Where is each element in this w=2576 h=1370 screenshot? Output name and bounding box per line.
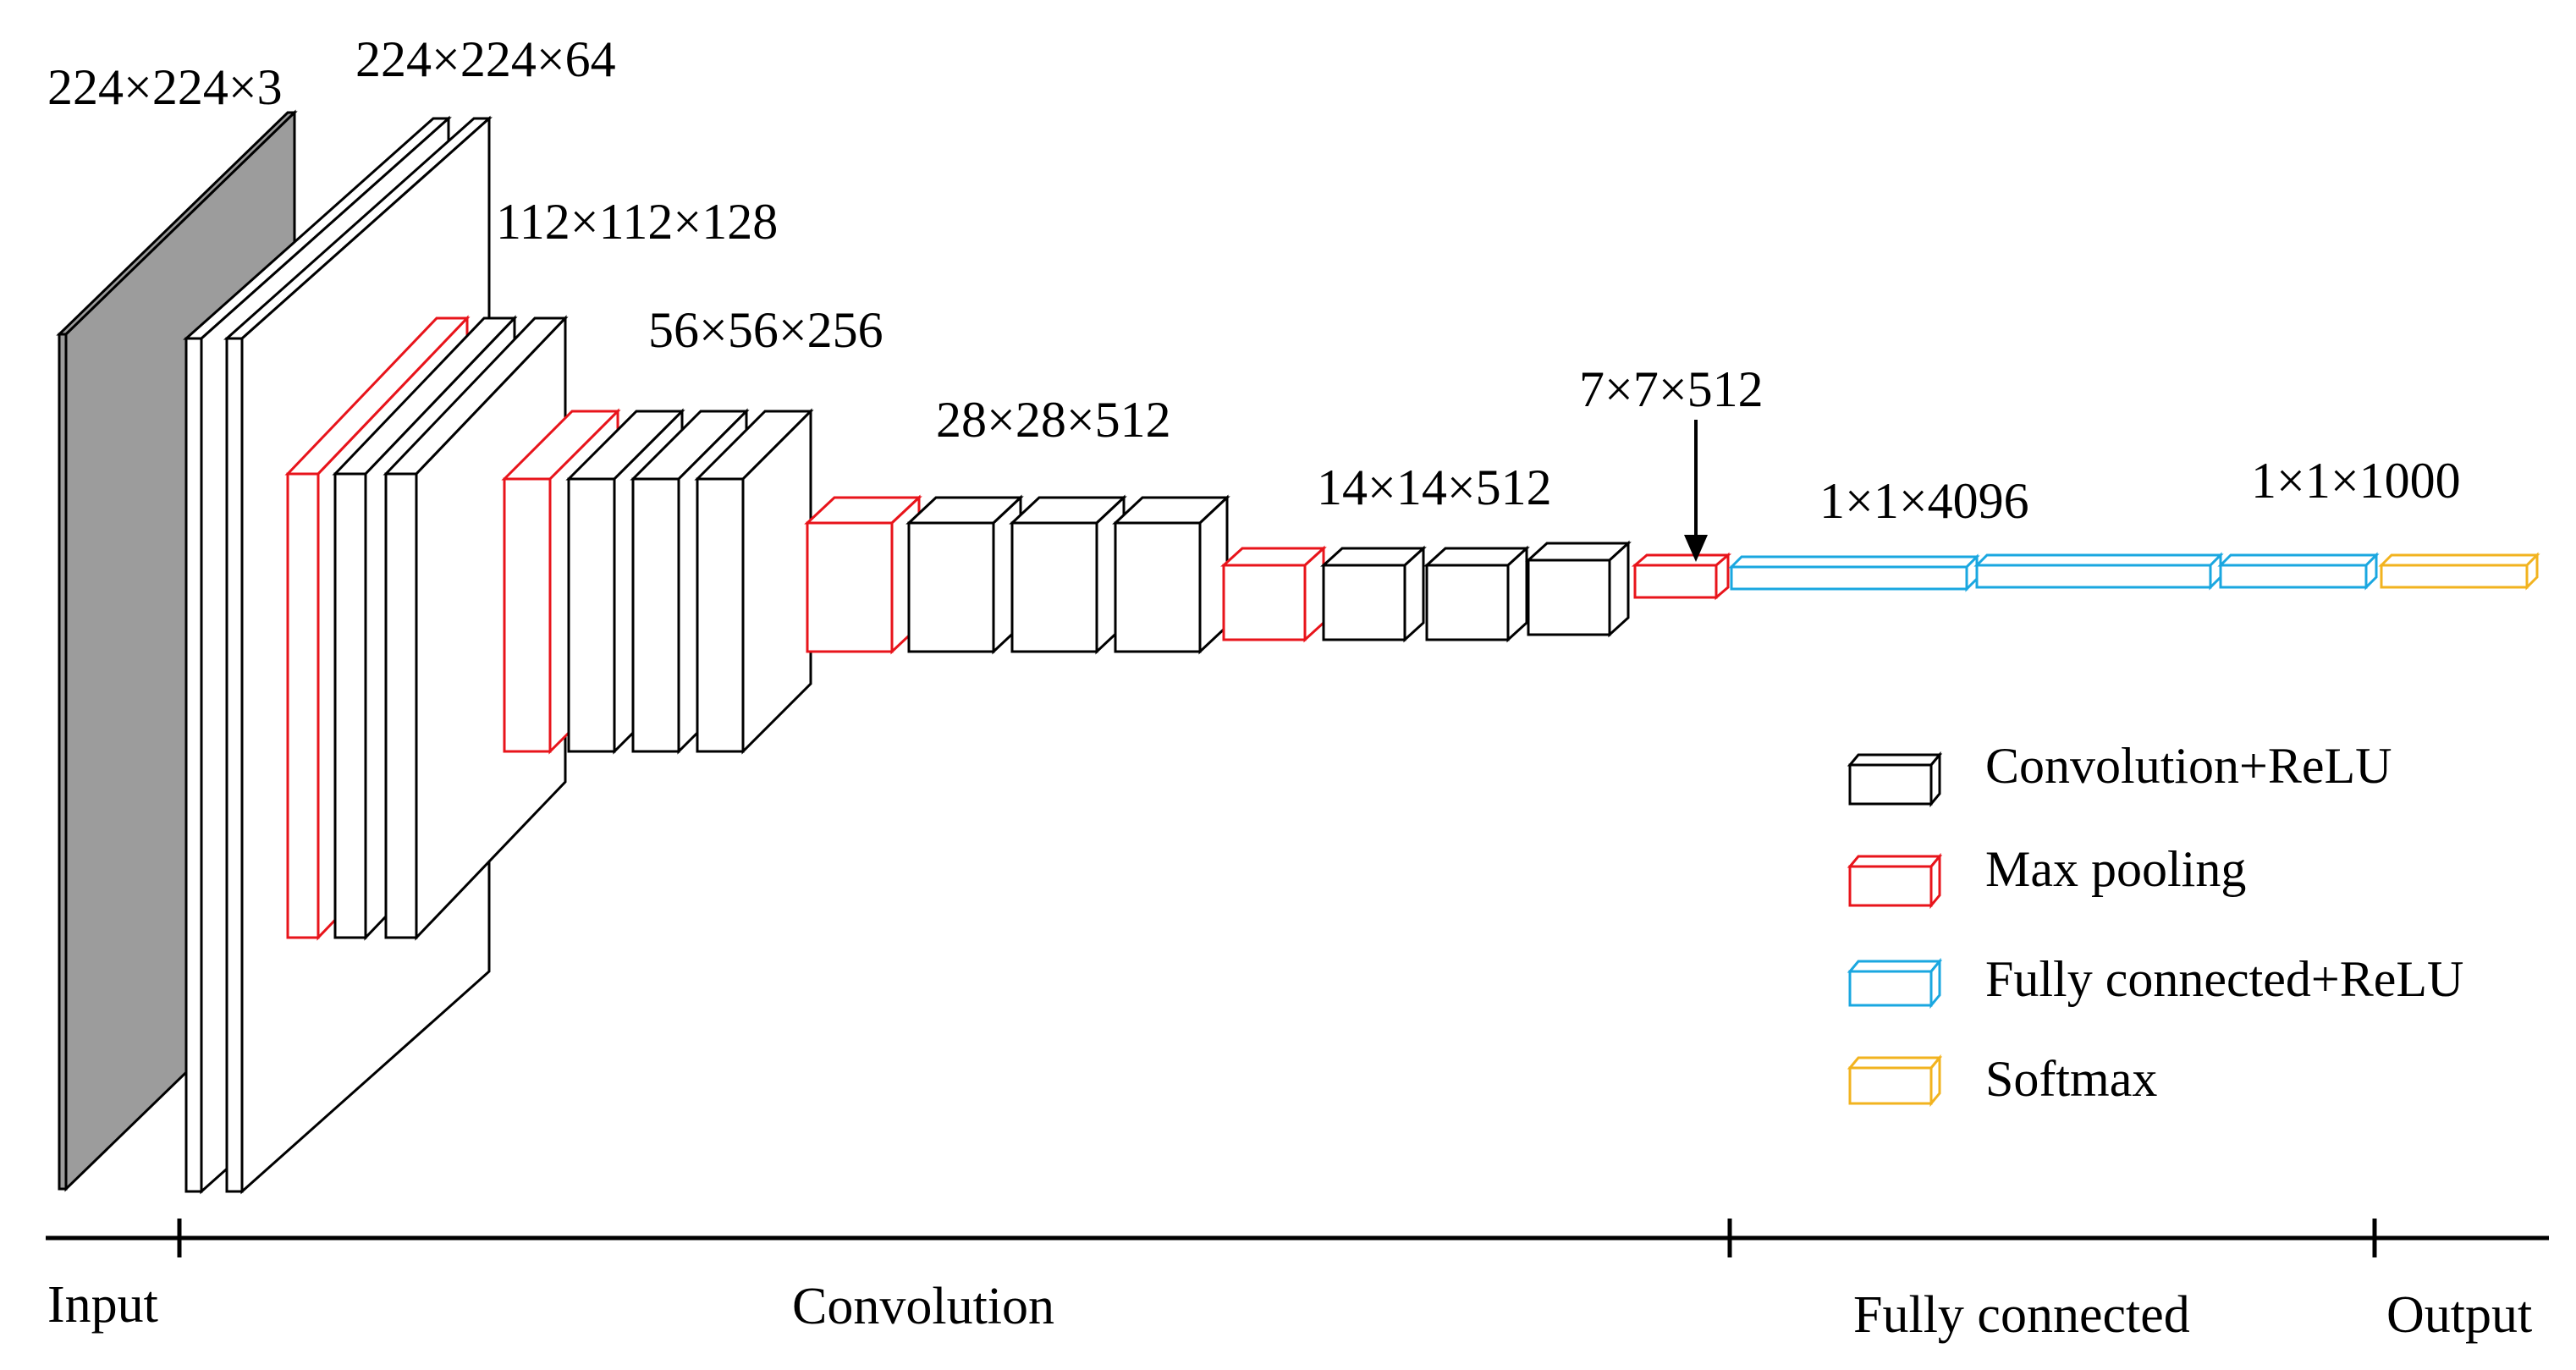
legend-swatch-softmax [1847, 1054, 1943, 1108]
legend: Convolution+ReLU Max pooling Fully conne… [1847, 738, 2463, 1108]
block-fc1 [1728, 553, 1980, 592]
block-pool5-front [1633, 564, 1718, 599]
label-conv5-dim: 14×14×512 [1317, 459, 1552, 515]
legend-swatch-conv-relu [1847, 751, 1943, 808]
block-fc2-front [1975, 564, 2212, 589]
section-label-input: Input [47, 1276, 158, 1334]
block-conv5-c-side [1608, 540, 1630, 638]
label-conv4-dim: 28×28×512 [936, 392, 1171, 448]
block-fc3 [2217, 552, 2380, 591]
block-conv5-a-side [1403, 545, 1425, 643]
block-pool2-front [503, 477, 552, 753]
block-conv5-b-front [1425, 564, 1510, 641]
block-fc2-top [1973, 553, 2224, 567]
block-conv5-b-side [1506, 545, 1528, 643]
legend-swatch-max-pooling [1847, 852, 1943, 910]
legend-swatch-fc-relu-top [1847, 960, 1943, 973]
legend-label-fc-relu: Fully connected+ReLU [1985, 951, 2463, 1007]
block-fc1-front [1730, 565, 1968, 591]
block-conv5-a [1320, 545, 1427, 643]
block-conv5-a-front [1322, 564, 1406, 641]
section-label-convolution: Convolution [792, 1278, 1054, 1335]
block-conv4-b [1009, 494, 1127, 655]
block-conv3-a-front [567, 477, 616, 753]
label-pool5-dim: 7×7×512 [1579, 361, 1764, 417]
section-label-output: Output [2386, 1286, 2532, 1344]
legend-swatch-max-pooling-top [1847, 855, 1943, 868]
block-softmax-front [2380, 564, 2529, 589]
legend-swatch-fc-relu [1847, 957, 1943, 1010]
block-conv1-b-front [225, 337, 244, 1193]
label-input-dim: 224×224×3 [47, 59, 283, 115]
legend-swatch-conv-relu-front [1848, 763, 1933, 806]
legend-swatch-max-pooling-front [1848, 865, 1933, 907]
block-conv5-b [1423, 545, 1530, 643]
legend-swatch-conv-relu-top [1847, 753, 1943, 767]
block-conv3-c [694, 408, 814, 755]
label-conv3-dim: 56×56×256 [648, 302, 883, 358]
label-output-dim: 1×1×1000 [2251, 453, 2461, 509]
block-pool4-side [1303, 545, 1325, 643]
label-fc-dim: 1×1×4096 [1819, 473, 2029, 529]
block-pool5-top [1631, 553, 1732, 567]
block-conv4-a [905, 494, 1024, 655]
layer-blocks [56, 109, 2540, 1195]
block-conv4-c-front [1114, 521, 1202, 653]
label-conv1-dim: 224×224×64 [355, 31, 616, 87]
legend-swatches [1847, 751, 1943, 1108]
block-pool3-front [806, 521, 894, 653]
block-conv1-a-front [184, 337, 203, 1193]
block-conv2-a-front [333, 472, 367, 939]
block-pool1-front [286, 472, 320, 939]
legend-swatch-softmax-top [1847, 1056, 1943, 1070]
block-input-front [58, 333, 68, 1191]
block-softmax-top [2378, 553, 2540, 567]
block-conv5-c-front [1527, 558, 1611, 636]
legend-label-max-pooling: Max pooling [1985, 841, 2246, 897]
section-axis [46, 1219, 2549, 1257]
block-pool4 [1220, 545, 1327, 643]
block-pool4-front [1222, 564, 1307, 641]
legend-swatch-fc-relu-front [1848, 970, 1933, 1007]
legend-label-conv-relu: Convolution+ReLU [1985, 738, 2392, 794]
legend-swatch-softmax-front [1848, 1066, 1933, 1105]
block-conv5-c [1525, 540, 1632, 638]
block-conv2-b-front [384, 472, 418, 939]
block-pool3 [804, 494, 922, 655]
block-conv4-b-front [1010, 521, 1098, 653]
block-conv4-a-front [907, 521, 995, 653]
block-conv3-b-front [631, 477, 680, 753]
block-fc2 [1973, 552, 2224, 591]
block-fc1-top [1728, 555, 1980, 569]
block-softmax [2378, 552, 2540, 591]
block-fc3-top [2217, 553, 2380, 567]
label-conv2-dim: 112×112×128 [496, 194, 778, 250]
block-conv4-c [1112, 494, 1230, 655]
block-fc3-front [2219, 564, 2368, 589]
block-pool5 [1631, 552, 1732, 601]
block-conv3-c-front [696, 477, 745, 753]
legend-label-softmax: Softmax [1985, 1051, 2157, 1107]
pool5-arrow [1684, 420, 1708, 562]
section-label-fully-connected: Fully connected [1853, 1286, 2190, 1344]
